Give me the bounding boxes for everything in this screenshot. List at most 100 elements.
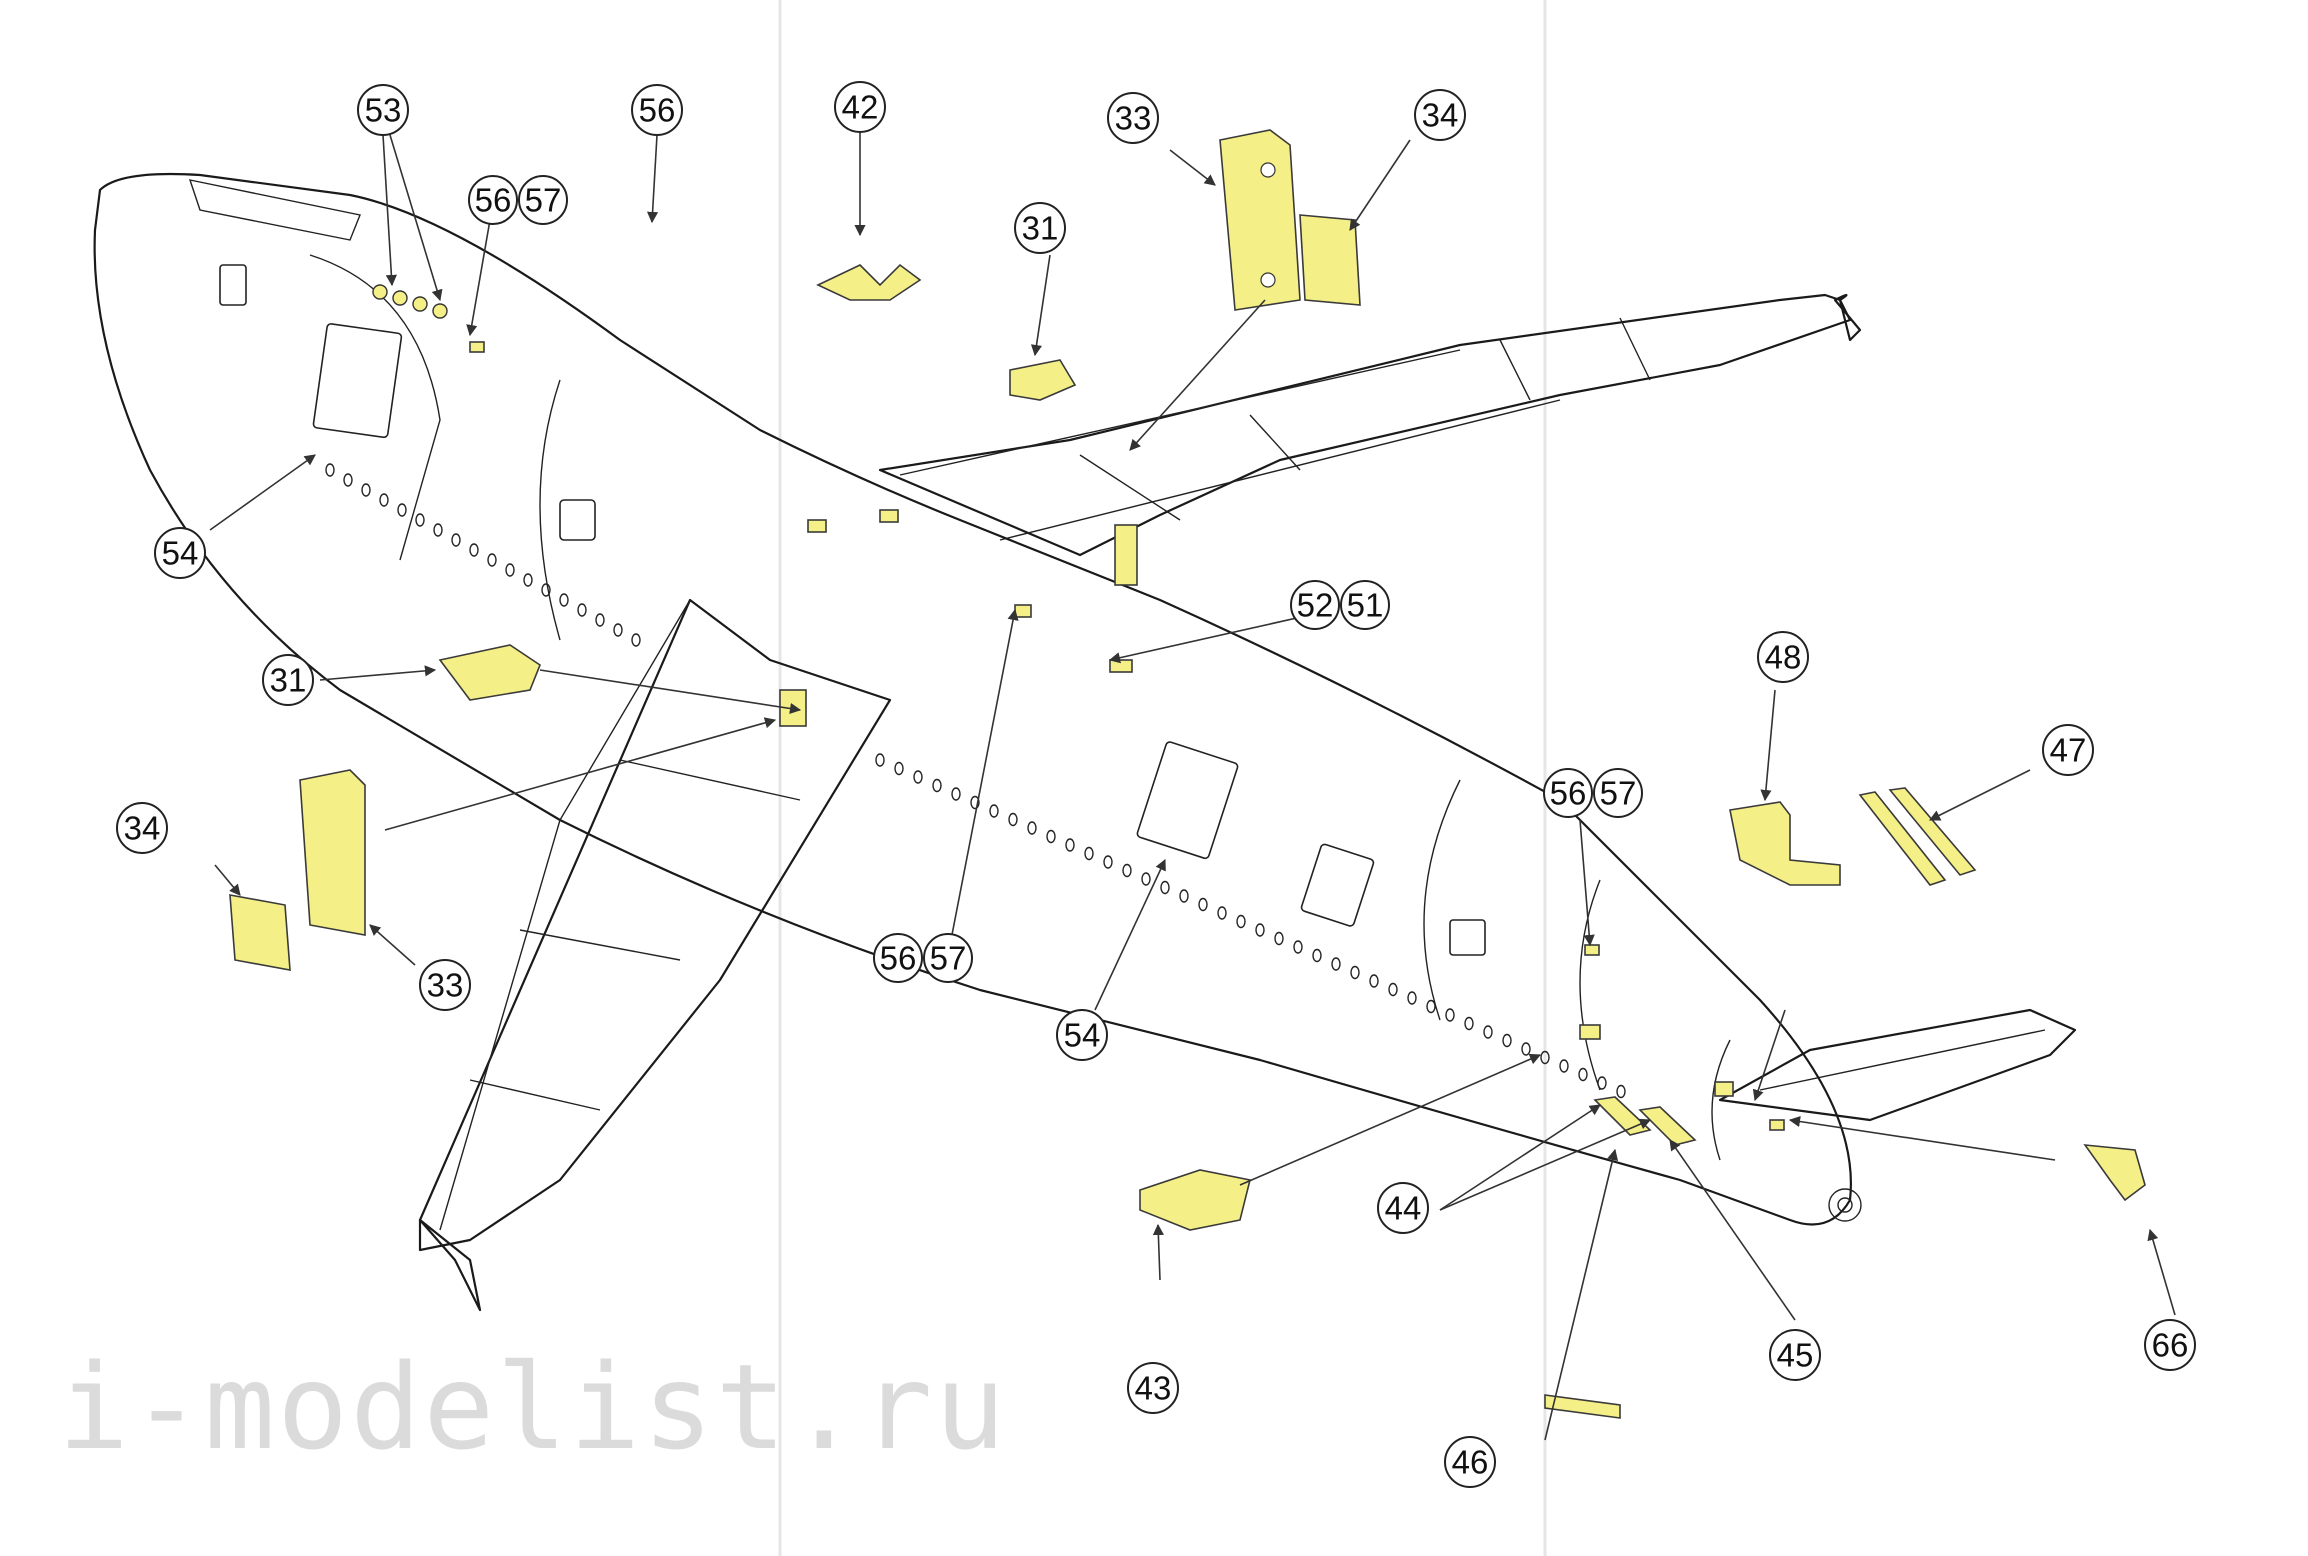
svg-text:31: 31 — [1022, 210, 1059, 247]
svg-text:34: 34 — [124, 810, 161, 847]
porthole — [875, 753, 885, 767]
callout-57-rear: 57 — [1593, 768, 1643, 818]
fuselage-windows — [219, 264, 1626, 1099]
mask-47 — [1858, 787, 1977, 886]
callout-45: 45 — [1769, 1329, 1821, 1381]
porthole — [1141, 872, 1151, 886]
porthole — [1483, 1025, 1493, 1039]
svg-text:56: 56 — [639, 92, 676, 129]
svg-text:42: 42 — [842, 89, 879, 126]
porthole — [613, 623, 623, 637]
porthole — [1027, 821, 1037, 835]
porthole — [894, 761, 904, 776]
porthole — [1046, 829, 1056, 844]
porthole — [343, 473, 353, 487]
callout-52: 52 — [1290, 580, 1340, 630]
callout-44: 44 — [1377, 1182, 1429, 1234]
svg-text:57: 57 — [930, 940, 967, 977]
porthole — [541, 583, 551, 597]
callout-54-left: 54 — [154, 527, 206, 579]
callout-53-top: 53 — [357, 84, 409, 136]
svg-text:57: 57 — [1600, 775, 1637, 812]
callout-31-left: 31 — [262, 654, 314, 706]
callout-42: 42 — [834, 81, 886, 133]
porthole — [1198, 897, 1208, 912]
porthole — [1122, 863, 1132, 878]
callout-56-top: 56 — [631, 84, 683, 136]
callout-51: 51 — [1340, 580, 1390, 630]
svg-text:46: 46 — [1452, 1444, 1489, 1481]
svg-text:56: 56 — [475, 182, 512, 219]
porthole — [1559, 1059, 1569, 1073]
porthole — [325, 463, 335, 477]
porthole — [523, 573, 533, 587]
svg-text:56: 56 — [880, 940, 917, 977]
mask-33-left — [299, 769, 366, 936]
porthole — [559, 593, 569, 607]
porthole — [415, 513, 425, 527]
tail-stabilizer — [1718, 1008, 2077, 1122]
svg-text:45: 45 — [1777, 1337, 1814, 1374]
porthole — [487, 553, 497, 567]
svg-text:48: 48 — [1765, 639, 1802, 676]
porthole — [1426, 999, 1436, 1014]
callout-56-rear: 56 — [1543, 768, 1593, 818]
fuselage — [93, 172, 1862, 1226]
mask-33-top — [1219, 129, 1301, 311]
svg-text:33: 33 — [427, 967, 464, 1004]
svg-text:51: 51 — [1347, 587, 1384, 624]
porthole — [1616, 1084, 1626, 1099]
porthole — [379, 493, 389, 507]
callout-34-top: 34 — [1414, 89, 1466, 141]
porthole — [1065, 838, 1075, 852]
svg-text:52: 52 — [1297, 587, 1334, 624]
callout-54-mid: 54 — [1056, 1009, 1108, 1061]
svg-text:56: 56 — [1550, 775, 1587, 812]
porthole — [1331, 957, 1341, 971]
porthole — [970, 795, 980, 810]
porthole — [451, 533, 461, 547]
mask-66 — [2083, 1144, 2146, 1202]
small-masks — [469, 341, 1785, 1131]
callout-66: 66 — [2144, 1319, 2196, 1371]
porthole — [1369, 974, 1379, 988]
callout-34-left: 34 — [116, 802, 168, 854]
mask-46 — [1544, 1394, 1621, 1419]
porthole — [631, 633, 641, 647]
svg-text:43: 43 — [1135, 1370, 1172, 1407]
porthole — [505, 563, 515, 577]
svg-text:53: 53 — [365, 92, 402, 129]
right-wing — [878, 293, 1862, 557]
porthole — [1008, 812, 1018, 827]
callout-31-top: 31 — [1014, 202, 1066, 254]
porthole — [577, 603, 587, 617]
porthole — [1388, 982, 1398, 997]
porthole — [1464, 1016, 1474, 1031]
porthole — [1578, 1067, 1588, 1082]
mask-42 — [816, 263, 922, 301]
callout-47: 47 — [2042, 724, 2094, 776]
porthole — [1521, 1042, 1531, 1056]
mask-43 — [1139, 1169, 1251, 1231]
callout-33-top: 33 — [1107, 92, 1159, 144]
porthole — [932, 778, 942, 793]
svg-text:44: 44 — [1385, 1190, 1422, 1227]
porthole — [361, 483, 371, 497]
mask-44 — [1593, 1096, 1697, 1146]
callout-43: 43 — [1127, 1362, 1179, 1414]
svg-text:34: 34 — [1422, 97, 1459, 134]
callout-48: 48 — [1757, 631, 1809, 683]
porthole — [1274, 931, 1284, 946]
callout-57-front: 57 — [518, 175, 568, 225]
mask-34-left — [229, 894, 291, 971]
porthole — [397, 503, 407, 517]
porthole — [1103, 855, 1113, 869]
mask-31-left — [438, 644, 541, 701]
porthole — [1217, 906, 1227, 920]
watermark: i-modelist.ru — [58, 1338, 1008, 1476]
porthole — [1312, 948, 1322, 963]
mask-53-dots — [372, 284, 448, 319]
callout-46: 46 — [1444, 1436, 1496, 1488]
